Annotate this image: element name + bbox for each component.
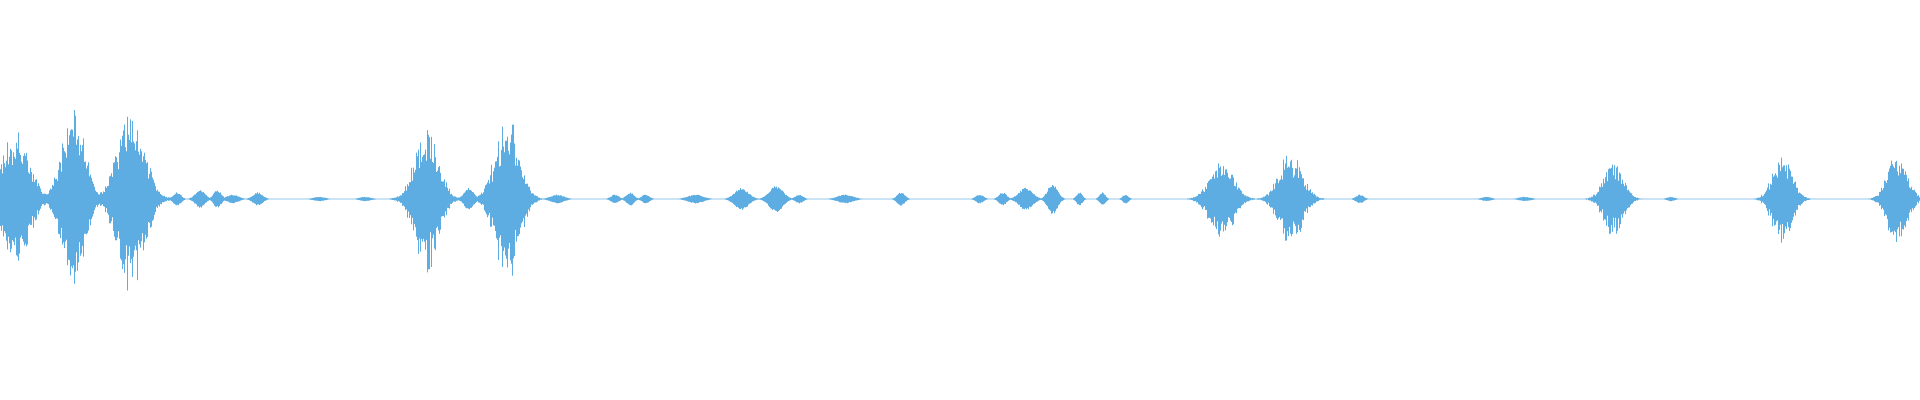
waveform-path <box>0 110 1920 291</box>
waveform-bars <box>0 110 1920 291</box>
